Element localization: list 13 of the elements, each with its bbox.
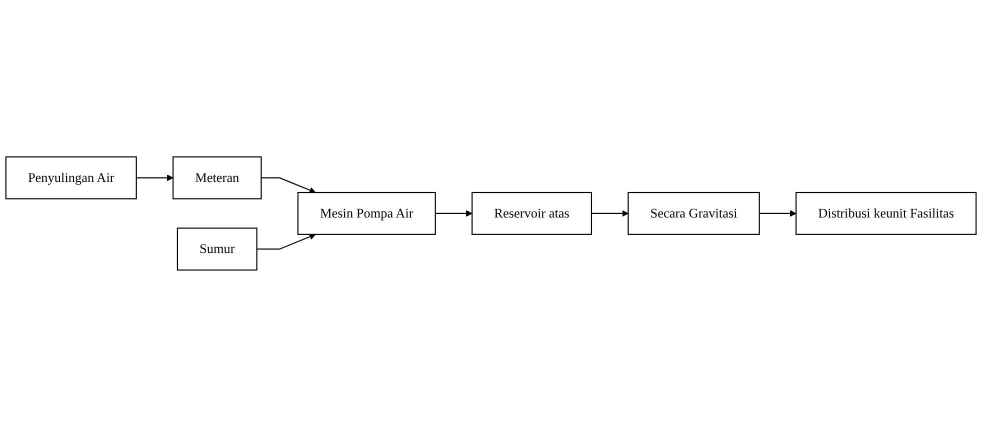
arrow [256,234,316,250]
arrow [136,174,174,182]
arrow [261,177,316,194]
node-box: Distribusi keunit Fasilitas [796,192,977,235]
node-box: Secara Gravitasi [628,192,760,235]
node-box: Penyulingan Air [5,156,137,200]
arrow [591,210,628,217]
node-box: Reservoir atas [472,192,592,235]
node-box: Mesin Pompa Air [297,192,436,235]
node-box: Sumur [176,228,258,271]
node-box: Meteran [172,156,262,200]
arrow [435,210,472,217]
arrow [759,210,796,217]
